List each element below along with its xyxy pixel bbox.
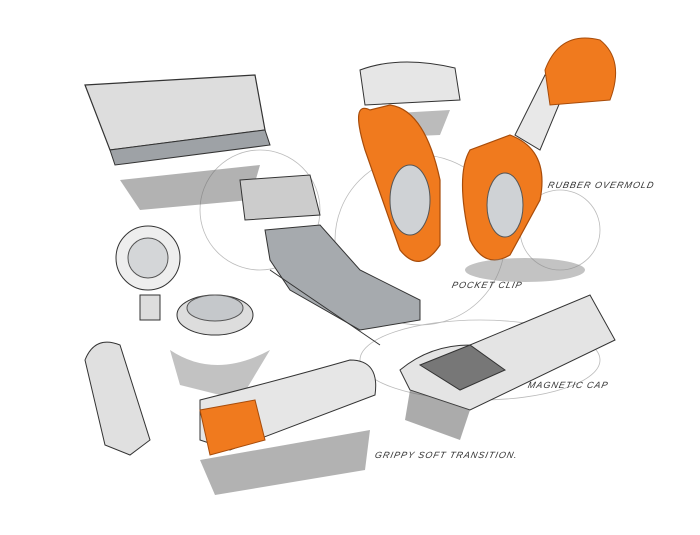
usb-concept-round-left — [115, 225, 181, 321]
annotation-pocket-clip: POCKET CLIP — [450, 280, 524, 290]
usb-concept-bottom-orange — [199, 359, 377, 495]
usb-concept-curved-bottom-left — [84, 341, 151, 456]
usb-concept-box-bottom-right — [399, 294, 616, 440]
usb-concept-puck — [170, 294, 270, 400]
usb-orange-cap-top-right — [544, 37, 617, 106]
annotation-rubber-overmold: RUBBER OVERMOLD — [546, 180, 656, 190]
annotation-magnetic-cap: MAGNETIC CAP — [526, 380, 610, 390]
annotation-grippy-soft-transition: GRIPPY SOFT TRANSITION. — [373, 450, 519, 460]
usb-concept-stick-topleft — [84, 74, 271, 210]
usb-orange-capsule-left — [358, 104, 441, 262]
usb-concept-center-bent — [239, 174, 421, 346]
